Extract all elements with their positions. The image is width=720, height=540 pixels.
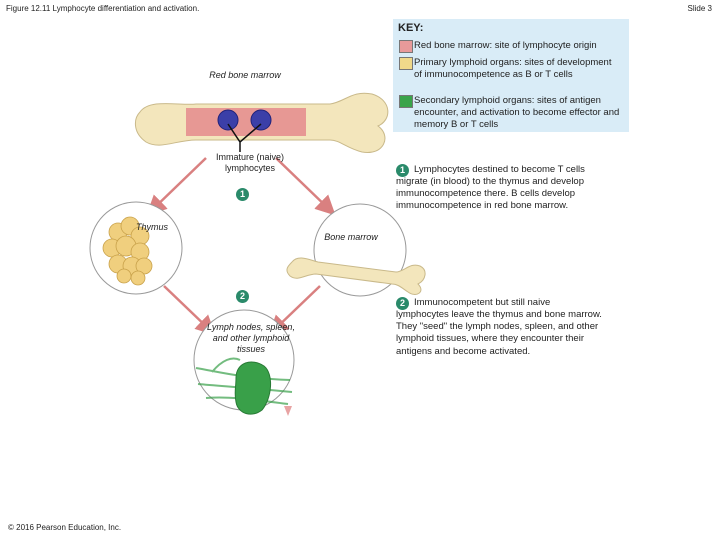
lymph-nodes-circle (193, 309, 295, 416)
key-item-secondary: Secondary lymphoid organs: sites of anti… (414, 95, 620, 130)
step-text-1: Lymphocytes destined to become T cells m… (396, 164, 585, 212)
key-swatch-red-bone-marrow (399, 40, 413, 53)
lymphocyte-cell (217, 109, 239, 131)
bone-marrow-circle (286, 203, 426, 297)
key-title: KEY: (398, 22, 424, 34)
diagram-step-marker-1: 1 (236, 188, 249, 201)
step-number-1: 1 (396, 164, 409, 177)
step-number-2: 2 (396, 297, 409, 310)
figure-title: Figure 12.11 Lymphocyte differentiation … (6, 4, 200, 13)
diagram-step-marker-2: 2 (236, 290, 249, 303)
slide-number: Slide 3 (687, 4, 712, 13)
key-item-red-bone-marrow: Red bone marrow: site of lymphocyte orig… (414, 40, 597, 51)
label-bone-marrow: Bone marrow (324, 232, 378, 242)
lymphocyte-cell (250, 109, 272, 131)
key-box (393, 19, 629, 132)
key-swatch-secondary (399, 95, 413, 108)
copyright-notice: © 2016 Pearson Education, Inc. (8, 523, 122, 532)
label-lymph-nodes: Lymph nodes, spleen, and other lymphoid … (207, 322, 295, 354)
label-red-bone-marrow: Red bone marrow (209, 70, 281, 80)
label-immature-lymphocytes: Immature (naive) lymphocytes (215, 152, 285, 173)
thymus-gland (102, 216, 153, 286)
step-text-2: Immunocompetent but still naive lymphocy… (396, 297, 602, 357)
key-swatch-primary (399, 57, 413, 70)
label-thymus: Thymus (136, 222, 169, 232)
thymus-circle (89, 201, 183, 295)
lymph-node (234, 361, 271, 415)
key-item-primary: Primary lymphoid organs: sites of develo… (414, 57, 612, 80)
femur-bone-top (135, 92, 389, 153)
migration-arrows (146, 157, 336, 336)
